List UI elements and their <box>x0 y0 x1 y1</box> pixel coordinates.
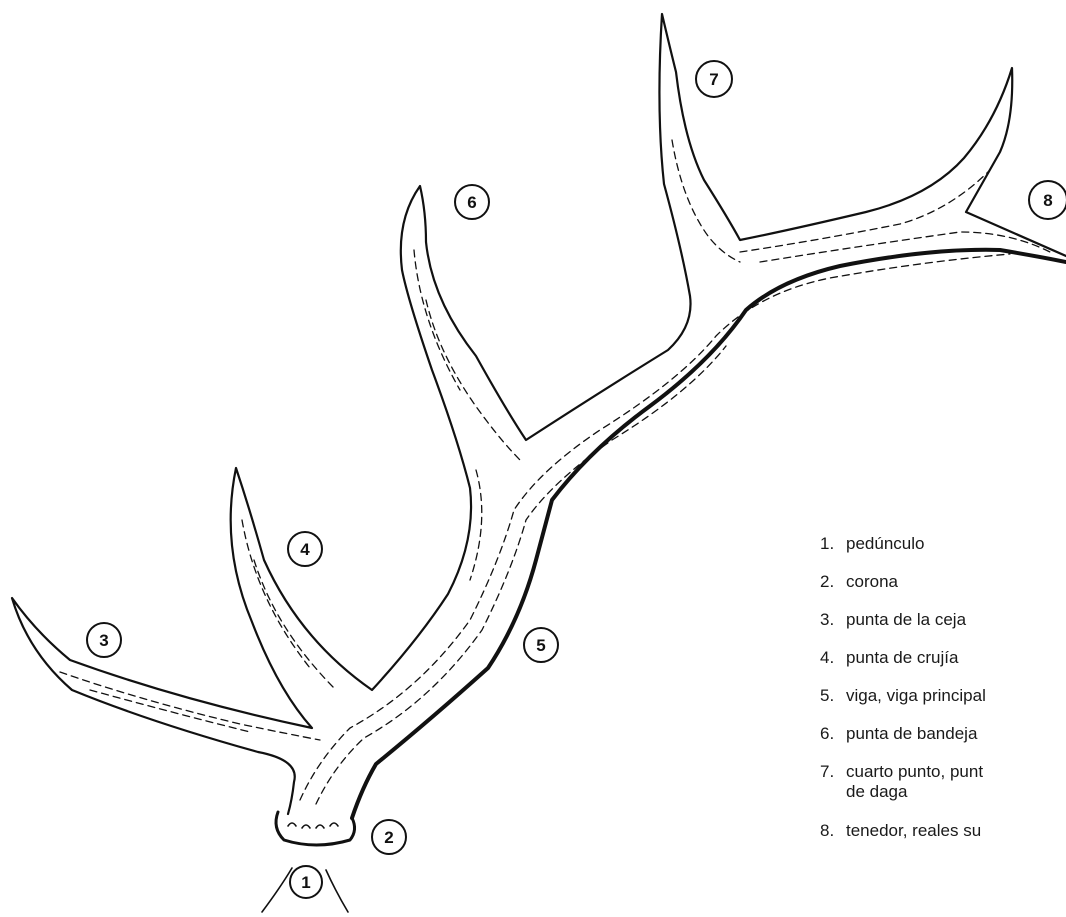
callout-6: 6 <box>455 185 489 219</box>
legend-item: 7. cuarto punto, punt de daga <box>820 762 983 802</box>
callout-8: 8 <box>1029 181 1066 219</box>
legend-item: 5. viga, viga principal <box>820 686 986 706</box>
callout-1: 1 <box>290 866 322 898</box>
legend-item: 8. tenedor, reales su <box>820 821 981 841</box>
legend-item: 1. pedúnculo <box>820 534 924 554</box>
callout-3: 3 <box>87 623 121 657</box>
legend-label: punta de la ceja <box>846 610 966 630</box>
legend-item: 3. punta de la ceja <box>820 610 966 630</box>
legend-number: 1. <box>820 534 846 554</box>
legend-label: tenedor, reales su <box>846 821 981 841</box>
svg-text:3: 3 <box>99 631 108 650</box>
legend-item: 6. punta de bandeja <box>820 724 977 744</box>
legend-label: cuarto punto, punt de daga <box>846 762 983 802</box>
svg-text:1: 1 <box>301 873 310 892</box>
legend-number: 2. <box>820 572 846 592</box>
svg-text:4: 4 <box>300 540 310 559</box>
burr-shape <box>276 812 355 845</box>
svg-text:6: 6 <box>467 193 476 212</box>
legend-item: 2. corona <box>820 572 898 592</box>
legend-number: 5. <box>820 686 846 706</box>
legend-item: 4. punta de crujía <box>820 648 958 668</box>
callout-7: 7 <box>696 61 732 97</box>
callout-2: 2 <box>372 820 406 854</box>
legend-label: pedúnculo <box>846 534 924 554</box>
legend-number: 7. <box>820 762 846 802</box>
legend-number: 8. <box>820 821 846 841</box>
svg-text:2: 2 <box>384 828 393 847</box>
legend-number: 4. <box>820 648 846 668</box>
legend-label: punta de crujía <box>846 648 958 668</box>
svg-text:8: 8 <box>1043 191 1052 210</box>
legend-number: 6. <box>820 724 846 744</box>
legend-label: punta de bandeja <box>846 724 977 744</box>
legend-label: viga, viga principal <box>846 686 986 706</box>
callout-4: 4 <box>288 532 322 566</box>
svg-text:5: 5 <box>536 636 545 655</box>
legend-label: corona <box>846 572 898 592</box>
svg-text:7: 7 <box>709 70 718 89</box>
callout-5: 5 <box>524 628 558 662</box>
legend-number: 3. <box>820 610 846 630</box>
burr-texture <box>288 823 338 828</box>
